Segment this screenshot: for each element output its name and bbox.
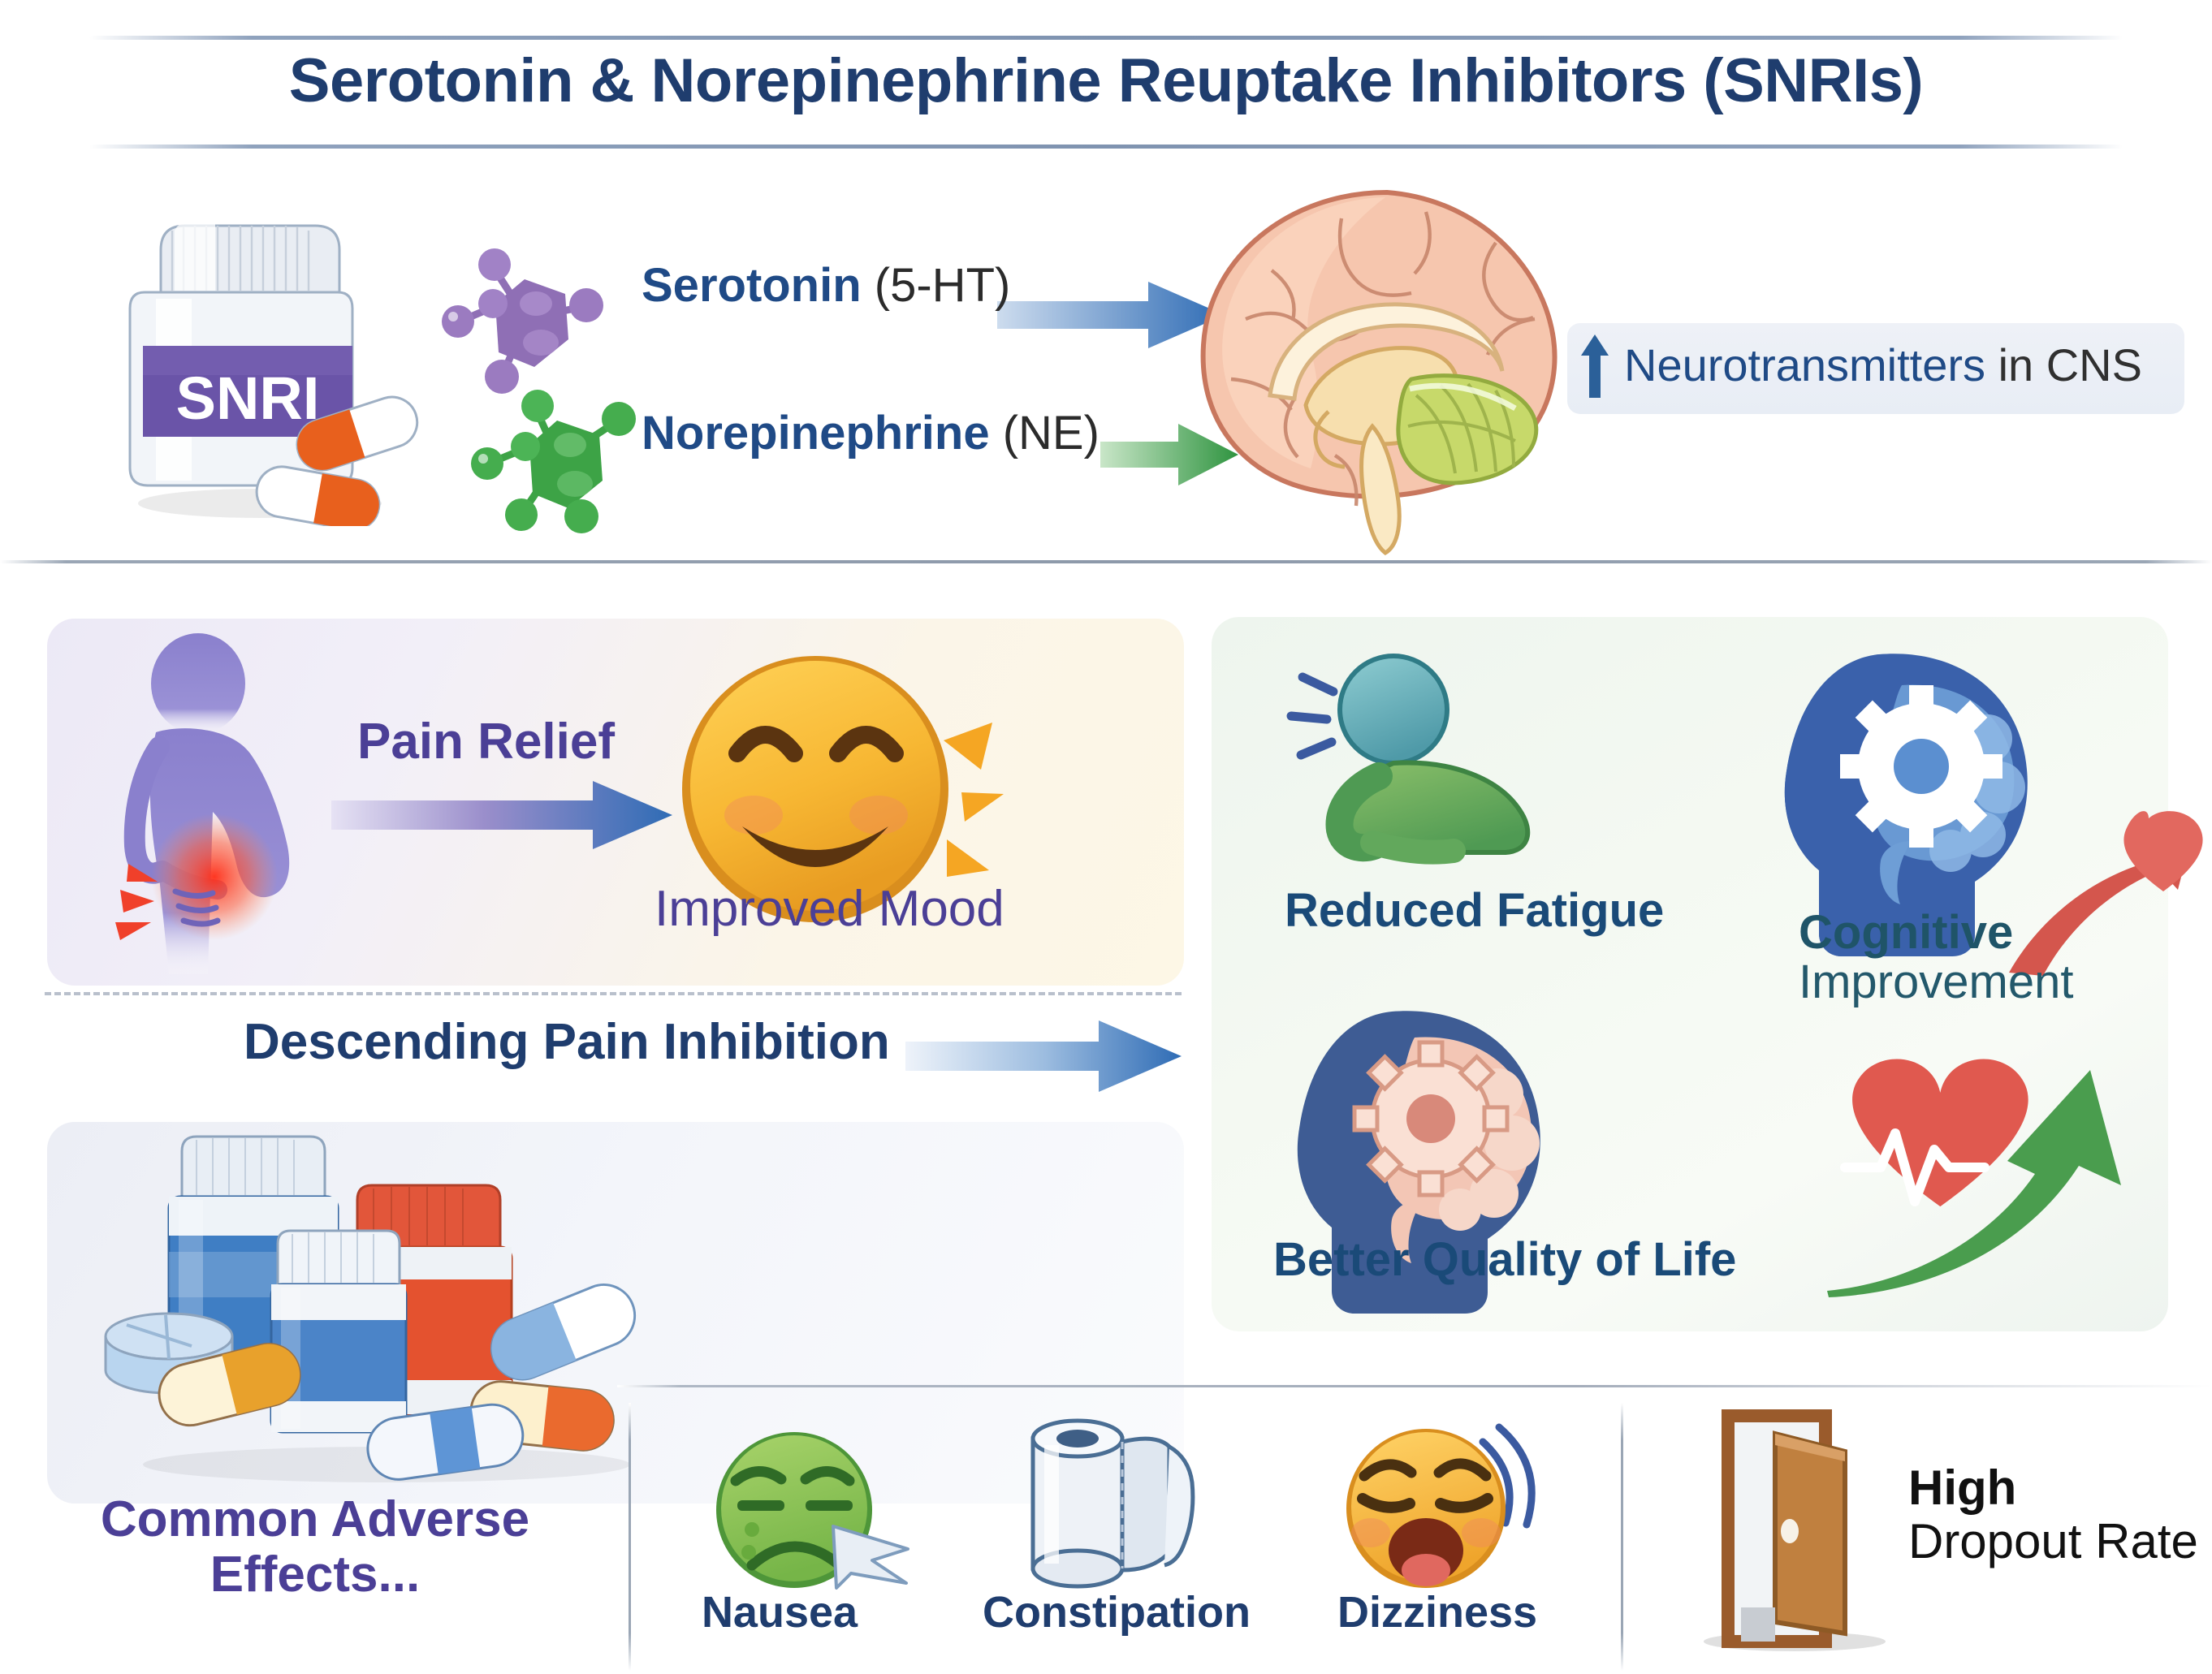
descending-pain-arrow-icon — [905, 1020, 1182, 1092]
head-gear-brain-icon — [1784, 654, 2028, 956]
dropout-label: High Dropout Rate — [1908, 1461, 2198, 1568]
norepinephrine-name: Norepinephrine — [642, 407, 990, 459]
header-rule-bottom — [89, 145, 2123, 149]
person-back-pain-icon — [115, 633, 290, 974]
open-door-icon — [1704, 1409, 1886, 1651]
dizzy-face-icon — [1346, 1423, 1536, 1588]
benefit-label-reduced-fatigue: Reduced Fatigue — [1285, 884, 1665, 937]
nauseated-face-icon — [716, 1432, 909, 1590]
serotonin-abbr: (5-HT) — [874, 259, 1011, 312]
section-divider-top — [0, 560, 2212, 563]
pain-relief-label: Pain Relief — [357, 714, 615, 770]
heart-ecg-green-arrow-icon — [1827, 1059, 2121, 1297]
toilet-paper-roll-icon — [1030, 1418, 1195, 1589]
up-arrow-icon — [1581, 334, 1609, 398]
cns-rest: in CNS — [1985, 339, 2142, 390]
improved-mood-label: Improved Mood — [655, 881, 1004, 937]
dropout-emphasis: High — [1908, 1460, 2017, 1515]
serotonin-arrow-icon — [997, 282, 1225, 348]
snri-bottle-text: SNRI — [176, 365, 320, 432]
cns-emphasis: Neurotransmitters — [1624, 339, 1986, 390]
heart-red-arrow-icon — [2009, 811, 2203, 976]
smiling-face-icon — [682, 656, 1004, 922]
adverse-line2: Effects... — [210, 1547, 421, 1603]
pain-relief-arrow-icon — [331, 781, 672, 849]
benefit-label-cognitive-improvement: Cognitive Improvement — [1799, 908, 2073, 1007]
cns-outcome-label: Neurotransmitters in CNS — [1624, 339, 2142, 391]
serotonin-name: Serotonin — [642, 259, 862, 312]
benefit-label-better-quality-of-life: Better Quality of Life — [1273, 1233, 1737, 1286]
norepinephrine-molecule-icon — [471, 390, 636, 533]
norepinephrine-abbr: (NE) — [1002, 407, 1100, 459]
side-effect-label-nausea: Nausea — [701, 1588, 858, 1637]
descending-pain-inhibition-label: Descending Pain Inhibition — [244, 1014, 890, 1070]
snri-bottle-icon: SNRI — [128, 221, 419, 526]
side-effect-label-dizziness: Dizziness — [1337, 1588, 1538, 1637]
cognitive-line2: Improvement — [1799, 956, 2074, 1009]
adverse-line1: Common Adverse — [100, 1491, 530, 1547]
pill-bottles-pile-icon — [104, 1135, 637, 1482]
side-effect-label-constipation: Constipation — [983, 1588, 1251, 1637]
serotonin-label: Serotonin (5-HT) — [642, 258, 1010, 313]
norepinephrine-arrow-icon — [1100, 424, 1238, 485]
divider-vertical-right — [1621, 1403, 1623, 1671]
tired-person-icon — [1286, 654, 1531, 865]
divider-vertical-left — [629, 1403, 631, 1671]
brain-sagittal-icon — [1200, 189, 1557, 555]
page-title: Serotonin & Norepinephrine Reuptake Inhi… — [288, 46, 1924, 115]
common-adverse-effects-label: Common Adverse Effects... — [63, 1491, 567, 1603]
section-divider-bottom — [617, 1385, 2212, 1387]
norepinephrine-label: Norepinephrine (NE) — [642, 406, 1100, 460]
dropout-rest: Dropout Rate — [1908, 1514, 2198, 1568]
cognitive-line1: Cognitive — [1799, 906, 2014, 959]
section-divider-dashed — [45, 992, 1182, 995]
head-brain-gears-icon — [1297, 1011, 1540, 1314]
header-rule-top — [89, 36, 2123, 40]
serotonin-molecule-icon — [442, 248, 603, 394]
cns-chip — [1567, 323, 2184, 414]
